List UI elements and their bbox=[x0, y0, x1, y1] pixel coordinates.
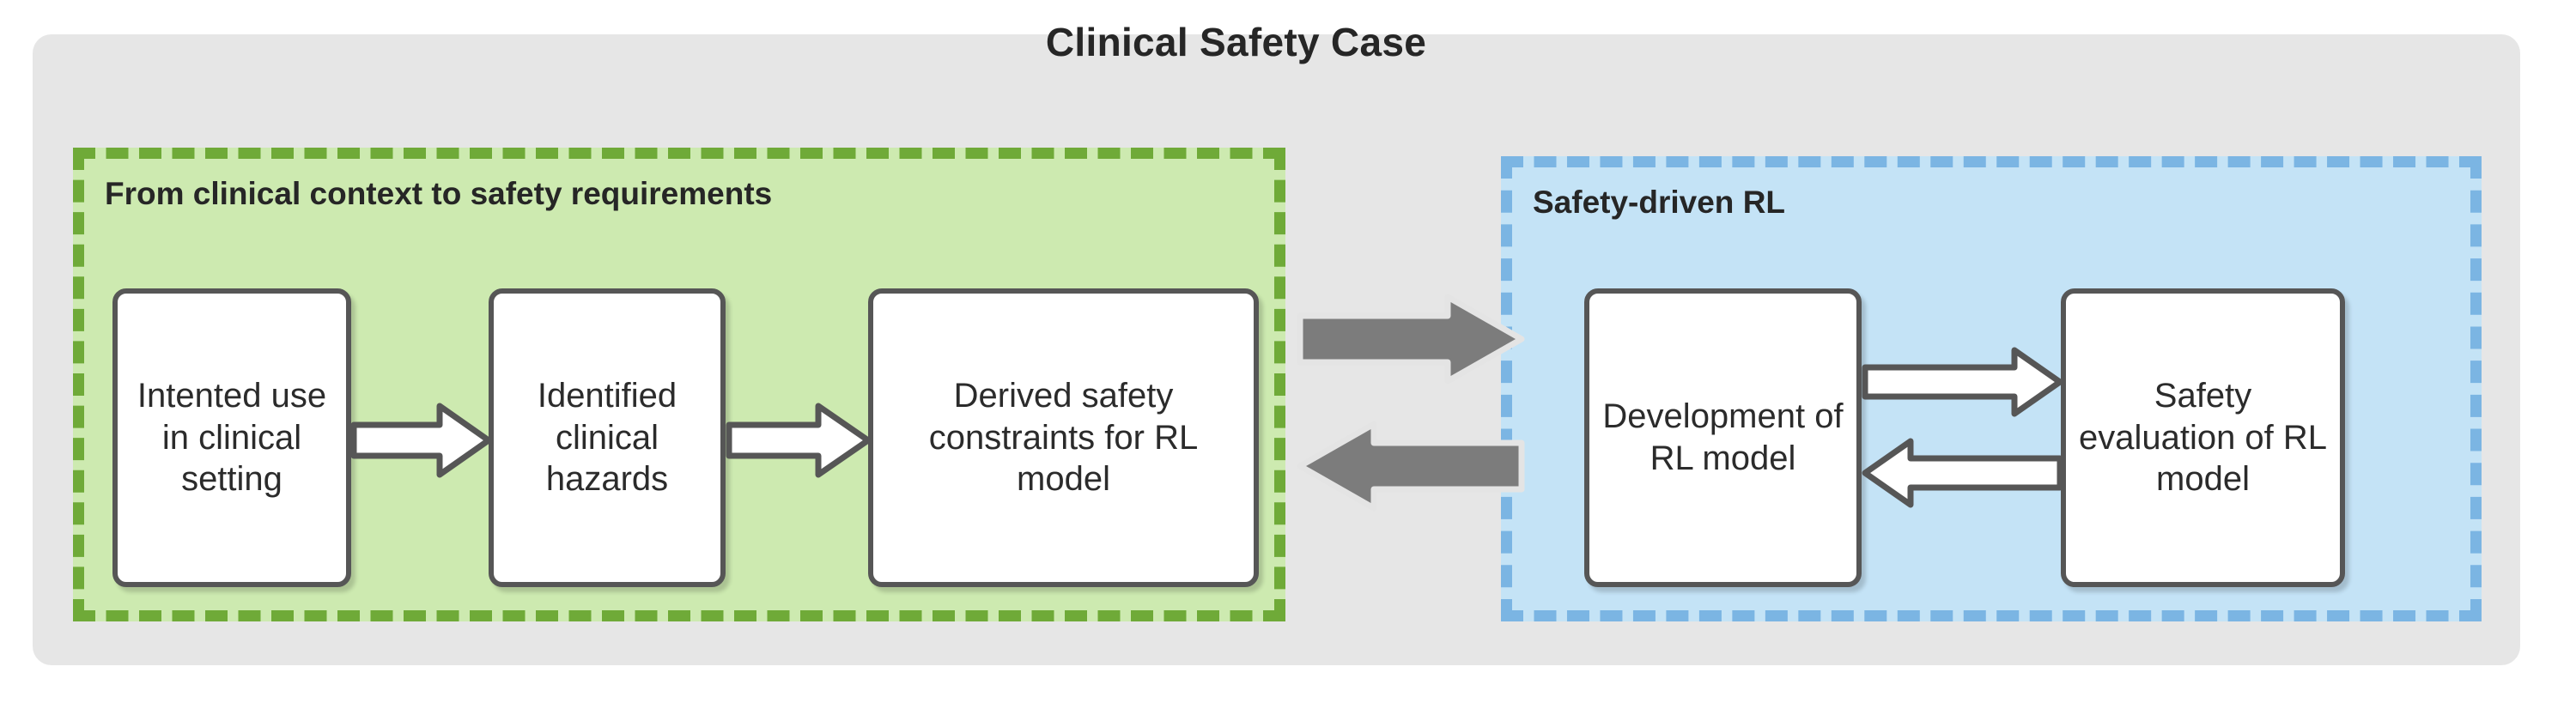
node-rl-development[interactable]: Development of RL model bbox=[1584, 288, 1862, 587]
node-rl-evaluation[interactable]: Safety evaluation of RL model bbox=[2061, 288, 2345, 587]
page-title: Clinical Safety Case bbox=[0, 19, 2488, 65]
arrow-development-to-evaluation-icon bbox=[1862, 345, 2063, 419]
panel-safety-driven-rl-title: Safety-driven RL bbox=[1533, 185, 1786, 220]
arrow-right-panel-to-left-panel-icon bbox=[1295, 419, 1527, 513]
node-intended-use[interactable]: Intented use in clinical setting bbox=[112, 288, 351, 587]
node-identified-hazards[interactable]: Identified clinical hazards bbox=[489, 288, 726, 587]
arrow-intended-to-hazards-icon bbox=[350, 397, 492, 483]
arrow-evaluation-to-development-icon bbox=[1862, 436, 2063, 510]
page-title-text: Clinical Safety Case bbox=[1045, 20, 1427, 64]
node-safety-constraints[interactable]: Derived safety constraints for RL model bbox=[868, 288, 1259, 587]
panel-clinical-context-title: From clinical context to safety requirem… bbox=[105, 176, 773, 211]
arrow-left-panel-to-right-panel-icon bbox=[1295, 292, 1527, 386]
arrow-hazards-to-constraints-icon bbox=[726, 397, 872, 483]
